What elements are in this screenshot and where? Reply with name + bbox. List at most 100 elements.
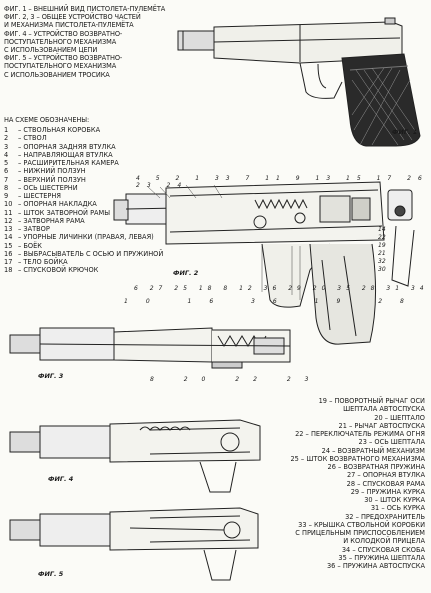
callout-number: 33	[214, 175, 246, 182]
legend-item: 19 – ПОВОРОТНЫЙ РЫЧАГ ОСИ	[318, 397, 425, 405]
legend-item-label: – ВЕРХНИЙ ПОЛЗУН	[18, 175, 86, 184]
legend-item-number: 15	[4, 241, 13, 250]
callout-number: 29	[288, 285, 313, 292]
caption-line: ФИГ. 2, 3 – ОБЩЕЕ УСТРОЙСТВО ЧАСТЕЙ	[4, 13, 141, 22]
legend-item-number: 2	[4, 134, 9, 143]
callout-number: 19	[314, 298, 379, 305]
legend-item: 15 – БОЁК	[4, 242, 163, 250]
callout-number: 10	[124, 298, 188, 305]
legend-item-number: 17	[4, 258, 13, 266]
callout-number: 2	[175, 175, 196, 182]
legend-item: 16– ВЫБРАСЫВАТЕЛЬ С ОСЬЮ И ПРУЖИНОЙ	[4, 250, 163, 258]
legend-item-number: 6	[4, 167, 9, 176]
caption-line: ФИГ. 4 – УСТРОЙСТВО ВОЗВРАТНО-	[4, 29, 123, 38]
caption-line: ФИГ. 1 – ВНЕШНИЙ ВИД ПИСТОЛЕТА-ПУЛЕМЁТА	[4, 5, 166, 13]
legend-item-number: 14	[4, 233, 13, 242]
callout-number: 24	[166, 182, 189, 189]
legend-item-label: – ОСЬ ШЕСТЕРНИ	[18, 183, 78, 192]
callout-number: 22	[378, 234, 386, 241]
callout-number: 19	[378, 242, 386, 249]
legend-item: 20 – ШЕПТАЛО	[374, 413, 425, 422]
legend-item: 2– СТВОЛ	[4, 134, 163, 142]
caption-line: ФИГ. 5 – УСТРОЙСТВО ВОЗВРАТНО-	[4, 54, 123, 63]
legend-item-number: 11	[4, 208, 13, 217]
legend-item: ШЕПТАЛА АВТОСПУСКА	[343, 405, 425, 414]
callout-number: 4	[136, 175, 156, 182]
legend-item-label: – ШЕСТЕРНЯ	[18, 192, 61, 200]
legend-item: 21 – РЫЧАГ АВТОСПУСКА	[338, 421, 425, 430]
callout-number: 14	[378, 226, 386, 233]
legend-item: 32 – ПРЕДОХРАНИТЕЛЬ	[345, 512, 425, 521]
fig3-callouts-bottom: 8 20 22 23	[150, 376, 322, 383]
legend-item-label: – БОЁК	[18, 241, 42, 250]
callout-number: 28	[378, 298, 422, 305]
legend-item-number: 10	[4, 200, 13, 209]
legend-item-number: 16	[4, 249, 13, 258]
fig2-callouts-top: 4 5 2 1 33 7 11 9 13 15 17 26 23 24	[136, 175, 431, 189]
callout-number: 1	[195, 175, 215, 182]
legend-heading: НА СХЕМЕ ОБОЗНАЧЕНЫ:	[4, 116, 90, 124]
callout-number: 28	[361, 285, 387, 292]
legend-item: 6 – НИЖНИЙ ПОЛЗУН	[4, 167, 163, 175]
figure-captions: ФИГ. 1 – ВНЕШНИЙ ВИД ПИСТОЛЕТА-ПУЛЕМЁТА …	[4, 5, 165, 79]
legend-item-label: – ТЕЛО БОЙКА	[18, 258, 68, 266]
legend-item: 11– ШТОК ЗАТВОРНОЙ РАМЫ	[4, 209, 163, 217]
fig2-label: ФИГ. 2	[173, 269, 199, 277]
legend-item-number: 12	[4, 216, 13, 225]
legend-item-number: 1	[4, 126, 9, 134]
caption-line: ПОСТУПАТЕЛЬНОГО МЕХАНИЗМА	[4, 62, 117, 71]
legend-item: И КОЛОДКОЙ ПРИЦЕЛА	[343, 537, 425, 546]
legend-item: С ПРИЦЕЛЬНЫМ ПРИСПОСОБЛЕНИЕМ	[295, 529, 425, 537]
legend-item: 26 – ВОЗВРАТНАЯ ПРУЖИНА	[327, 463, 425, 471]
callout-number: 8	[223, 285, 240, 292]
legend-item-number: 18	[4, 266, 13, 275]
callout-number: 12	[239, 285, 264, 292]
legend-item-number: 4	[4, 150, 9, 159]
fig1-label: ФИГ. 1	[392, 128, 418, 136]
legend-item: 30 – ШТОК КУРКА	[364, 496, 425, 504]
legend-item: 3– ОПОРНАЯ ЗАДНЯЯ ВТУЛКА	[4, 143, 163, 151]
fig2-callouts-bottom: 6 27 25 18 8 12 36 29 20 35 28 31 34	[134, 285, 429, 292]
legend-item-label: – ЗАТВОР	[18, 225, 50, 233]
fig3-label: ФИГ. 3	[38, 372, 64, 380]
legend-item: 14– УПОРНЫЕ ЛИЧИНКИ (ПРАВАЯ, ЛЕВАЯ)	[4, 233, 163, 241]
legend-item: 29 – ПРУЖИНА КУРКА	[350, 487, 425, 496]
caption-line: ПОСТУПАТЕЛЬНОГО МЕХАНИЗМА	[4, 37, 117, 46]
callout-number: 35	[337, 285, 362, 292]
caption-line: И МЕХАНИЗМА ПИСТОЛЕТА-ПУЛЕМЁТА	[4, 21, 134, 30]
callout-number: 11	[265, 175, 296, 182]
caption-line: С ИСПОЛЬЗОВАНИЕМ ТРОСИКА	[4, 70, 110, 79]
callout-number: 21	[378, 250, 386, 257]
callout-number: 8	[150, 376, 184, 383]
callout-number: 16	[187, 298, 252, 305]
callout-number: 20	[183, 376, 236, 383]
legend-item: 36 – ПРУЖИНА АВТОСПУСКА	[326, 562, 425, 570]
fig3-callouts-top: 10 16 36 19 28	[124, 298, 422, 305]
legend-item: 7– ВЕРХНИЙ ПОЛЗУН	[4, 176, 163, 184]
callout-number: 31	[386, 285, 411, 292]
callout-number: 9	[295, 175, 316, 182]
callout-number: 22	[235, 376, 287, 383]
legend-item: 8 – ОСЬ ШЕСТЕРНИ	[4, 184, 163, 192]
legend-item-label: – СПУСКОВОЙ КРЮЧОК	[18, 266, 99, 275]
legend-item-label: – НАПРАВЛЯЮЩАЯ ВТУЛКА	[18, 150, 113, 159]
callout-number: 17	[376, 175, 408, 182]
legend-item: 4 – НАПРАВЛЯЮЩАЯ ВТУЛКА	[4, 151, 163, 159]
legend-item-label: – СТВОЛЬНАЯ КОРОБКА	[18, 126, 101, 134]
callout-number: 5	[155, 175, 176, 182]
callout-number: 23	[136, 182, 167, 189]
legend-item-number: 13	[4, 225, 13, 233]
legend-item: 31 – ОСЬ КУРКА	[370, 504, 425, 513]
legend-item: 13 – ЗАТВОР	[4, 225, 163, 233]
callout-number: 6	[134, 285, 150, 292]
callout-number: 27	[149, 285, 175, 292]
legend-item-label: – РАСШИРИТЕЛЬНАЯ КАМЕРА	[18, 159, 119, 167]
legend-item-label: – НИЖНИЙ ПОЛЗУН	[18, 167, 86, 176]
callout-number: 36	[251, 298, 315, 305]
legend-item: 34 – СПУСКОВАЯ СКОБА	[341, 545, 425, 554]
legend-item-number: 8	[4, 183, 9, 192]
legend-item: 17 – ТЕЛО БОЙКА	[4, 258, 163, 266]
